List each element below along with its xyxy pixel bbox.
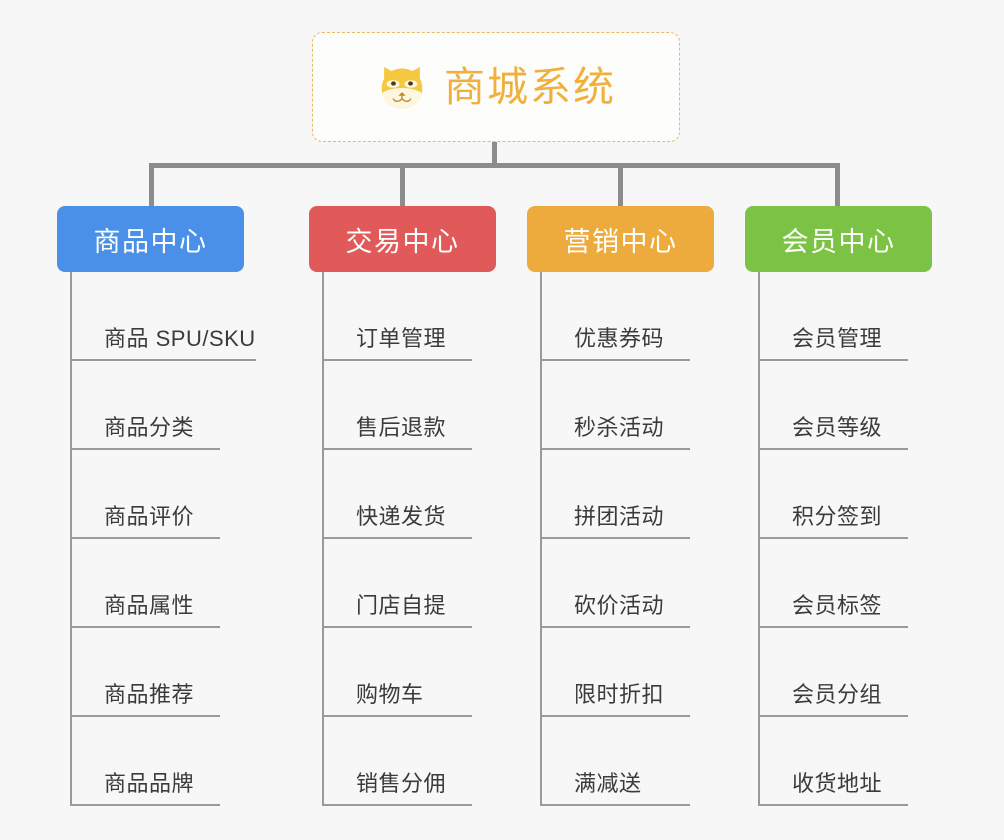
list-item[interactable]: 商品推荐 — [57, 628, 289, 717]
connector-bus — [149, 163, 840, 168]
list-item[interactable]: 商品品牌 — [57, 717, 289, 806]
list-item-label: 会员管理 — [792, 326, 883, 351]
list-item[interactable]: 会员等级 — [745, 361, 949, 450]
list-item-label: 商品评价 — [104, 504, 195, 529]
connector-drop-marketing-center — [618, 163, 623, 209]
shiba-dog-face-icon — [381, 66, 423, 109]
list-item[interactable]: 订单管理 — [309, 272, 524, 361]
list-item-label: 积分签到 — [792, 504, 883, 529]
column-trade-center: 交易中心 订单管理 售后退款 快递发货 门店自提 购物车 销售分佣 — [309, 206, 524, 806]
column-product-center: 商品中心 商品 SPU/SKU 商品分类 商品评价 商品属性 商品推荐 商品品牌 — [57, 206, 289, 806]
list-item[interactable]: 会员标签 — [745, 539, 949, 628]
list-item-label: 会员标签 — [792, 593, 883, 618]
list-item-label: 商品分类 — [104, 415, 195, 440]
list-item-label: 销售分佣 — [356, 771, 447, 796]
list-item[interactable]: 限时折扣 — [527, 628, 739, 717]
list-item-label: 商品推荐 — [104, 682, 195, 707]
connector-drop-member-center — [835, 163, 840, 209]
list-item[interactable]: 售后退款 — [309, 361, 524, 450]
item-rail — [322, 272, 324, 806]
category-header-marketing-center[interactable]: 营销中心 — [527, 206, 714, 272]
list-item-label: 优惠券码 — [574, 326, 665, 351]
list-item[interactable]: 满减送 — [527, 717, 739, 806]
list-item[interactable]: 门店自提 — [309, 539, 524, 628]
list-item[interactable]: 销售分佣 — [309, 717, 524, 806]
item-rail — [70, 272, 72, 806]
category-label: 会员中心 — [781, 226, 896, 257]
category-header-product-center[interactable]: 商品中心 — [57, 206, 244, 272]
list-item[interactable]: 会员管理 — [745, 272, 949, 361]
list-item-label: 限时折扣 — [574, 682, 665, 707]
list-item-label: 购物车 — [356, 682, 424, 707]
list-item[interactable]: 商品 SPU/SKU — [57, 272, 289, 361]
list-item-label: 商品品牌 — [104, 771, 195, 796]
list-item-label: 秒杀活动 — [574, 415, 665, 440]
category-label: 营销中心 — [563, 226, 678, 257]
list-item[interactable]: 拼团活动 — [527, 450, 739, 539]
category-label: 交易中心 — [345, 226, 460, 257]
list-item-label: 门店自提 — [356, 593, 447, 618]
list-item[interactable]: 优惠券码 — [527, 272, 739, 361]
list-item-label: 售后退款 — [356, 415, 447, 440]
list-item[interactable]: 收货地址 — [745, 717, 949, 806]
list-item-label: 满减送 — [574, 771, 642, 796]
connector-drop-trade-center — [400, 163, 405, 209]
list-item[interactable]: 秒杀活动 — [527, 361, 739, 450]
list-item[interactable]: 砍价活动 — [527, 539, 739, 628]
list-item-label: 商品 SPU/SKU — [104, 326, 256, 351]
item-list-marketing-center: 优惠券码 秒杀活动 拼团活动 砍价活动 限时折扣 满减送 — [527, 272, 739, 806]
list-item[interactable]: 积分签到 — [745, 450, 949, 539]
list-item[interactable]: 商品评价 — [57, 450, 289, 539]
root-node[interactable]: 商城系统 — [312, 32, 680, 142]
list-item-label: 砍价活动 — [574, 593, 665, 618]
list-item-label: 快递发货 — [356, 504, 447, 529]
list-item-label: 商品属性 — [104, 593, 195, 618]
column-marketing-center: 营销中心 优惠券码 秒杀活动 拼团活动 砍价活动 限时折扣 满减送 — [527, 206, 739, 806]
list-item-label: 会员分组 — [792, 682, 883, 707]
list-item[interactable]: 商品属性 — [57, 539, 289, 628]
list-item[interactable]: 会员分组 — [745, 628, 949, 717]
item-rail — [540, 272, 542, 806]
list-item[interactable]: 商品分类 — [57, 361, 289, 450]
list-item-label: 订单管理 — [356, 326, 447, 351]
item-list-trade-center: 订单管理 售后退款 快递发货 门店自提 购物车 销售分佣 — [309, 272, 524, 806]
connector-drop-product-center — [149, 163, 154, 209]
category-header-member-center[interactable]: 会员中心 — [745, 206, 932, 272]
category-label: 商品中心 — [93, 226, 208, 257]
column-member-center: 会员中心 会员管理 会员等级 积分签到 会员标签 会员分组 收货地址 — [745, 206, 949, 806]
connector-stem — [492, 142, 497, 168]
list-item[interactable]: 快递发货 — [309, 450, 524, 539]
item-list-member-center: 会员管理 会员等级 积分签到 会员标签 会员分组 收货地址 — [745, 272, 949, 806]
item-list-product-center: 商品 SPU/SKU 商品分类 商品评价 商品属性 商品推荐 商品品牌 — [57, 272, 289, 806]
list-item-label: 收货地址 — [792, 771, 883, 796]
list-item[interactable]: 购物车 — [309, 628, 524, 717]
list-item-label: 拼团活动 — [574, 504, 665, 529]
root-title: 商城系统 — [444, 63, 616, 110]
category-header-trade-center[interactable]: 交易中心 — [309, 206, 496, 272]
list-item-label: 会员等级 — [792, 415, 883, 440]
item-rail — [758, 272, 760, 806]
